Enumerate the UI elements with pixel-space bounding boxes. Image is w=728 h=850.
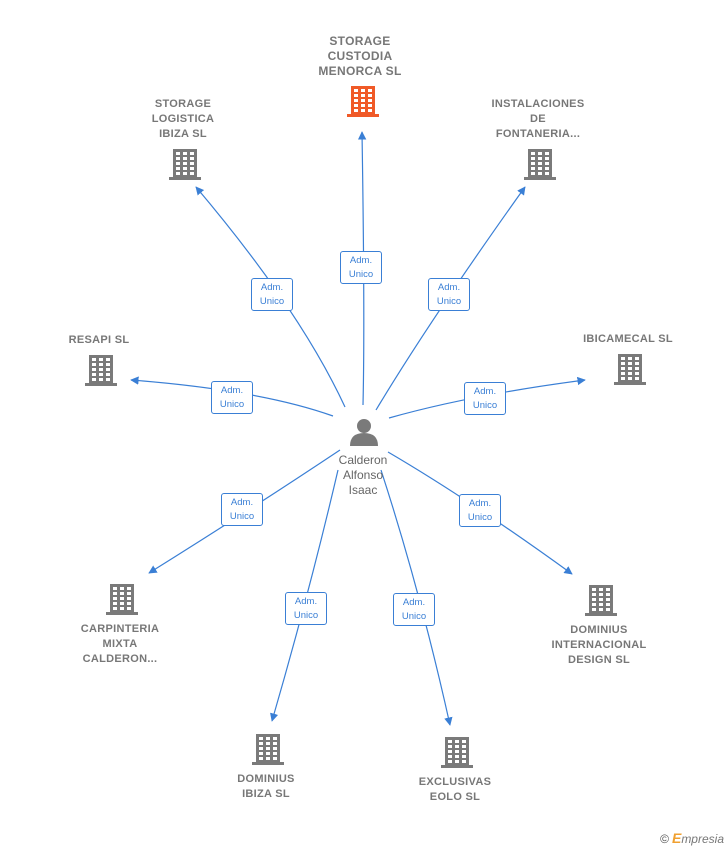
company-label-carpinteria[interactable]: CARPINTERIA MIXTA CALDERON... (80, 623, 160, 665)
building-icon-storage-logistica[interactable] (169, 149, 201, 180)
building-icon-storage-custodia[interactable] (347, 86, 379, 117)
company-label-dominius-internacional[interactable]: DOMINIUS INTERNACIONAL DESIGN SL (551, 624, 647, 666)
relation-badge-dominius-ibiza: Adm. Unico (285, 592, 327, 625)
building-icon-resapi[interactable] (85, 355, 117, 386)
relation-badge-ibicamecal: Adm. Unico (464, 382, 506, 415)
building-icon-instalaciones[interactable] (524, 149, 556, 180)
relation-badge-instalaciones: Adm. Unico (428, 278, 470, 311)
relation-badge-storage-custodia: Adm. Unico (340, 251, 382, 284)
brand-logo-initial: E (671, 830, 682, 846)
company-label-exclusivas-eolo[interactable]: EXCLUSIVAS EOLO SL (418, 776, 492, 803)
company-label-storage-custodia[interactable]: STORAGE CUSTODIA MENORCA SL (318, 34, 402, 78)
company-label-resapi[interactable]: RESAPI SL (68, 334, 130, 346)
building-icon-dominius-ibiza[interactable] (252, 734, 284, 765)
brand-footer: ©Empresia (660, 830, 724, 846)
person-name[interactable]: Calderon Alfonso Isaac (338, 453, 388, 497)
building-icon-carpinteria[interactable] (106, 584, 138, 615)
company-label-dominius-ibiza[interactable]: DOMINIUS IBIZA SL (237, 773, 295, 800)
building-icon-dominius-internacional[interactable] (585, 585, 617, 616)
person-icon[interactable] (350, 419, 378, 446)
company-label-storage-logistica[interactable]: STORAGE LOGISTICA IBIZA SL (151, 98, 215, 140)
relation-badge-exclusivas-eolo: Adm. Unico (393, 593, 435, 626)
building-icon-ibicamecal[interactable] (614, 354, 646, 385)
edge-storage-custodia (357, 131, 367, 406)
relation-badge-storage-logistica: Adm. Unico (251, 278, 293, 311)
brand-logo-text: mpresia (681, 832, 724, 846)
relation-badge-resapi: Adm. Unico (211, 381, 253, 414)
relation-badge-carpinteria: Adm. Unico (221, 493, 263, 526)
copyright-icon: © (660, 832, 669, 846)
building-icon-exclusivas-eolo[interactable] (441, 737, 473, 768)
company-label-instalaciones[interactable]: INSTALACIONES DE FONTANERIA... (491, 98, 585, 140)
company-label-ibicamecal[interactable]: IBICAMECAL SL (583, 333, 673, 345)
relation-badge-dominius-internacional: Adm. Unico (459, 494, 501, 527)
